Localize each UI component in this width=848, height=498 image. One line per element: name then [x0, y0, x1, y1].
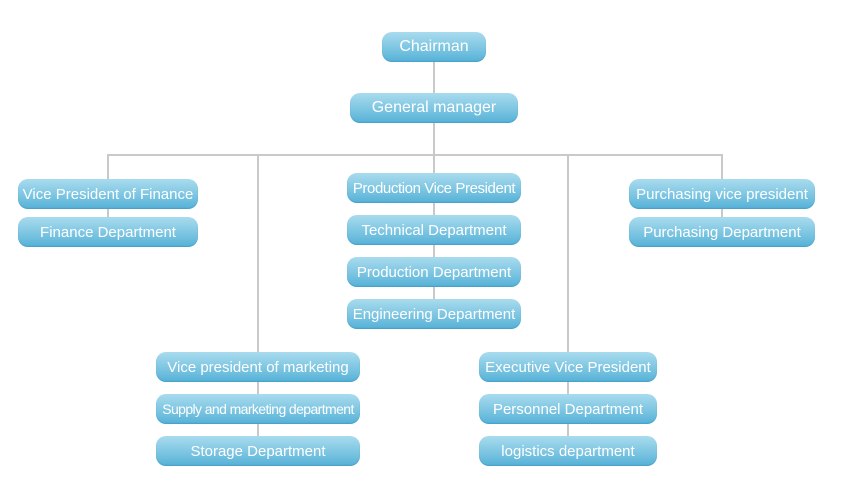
org-node-vp-finance: Vice President of Finance: [18, 179, 198, 209]
org-node-production-dept: Production Department: [347, 257, 521, 287]
org-node-chairman: Chairman: [382, 32, 486, 62]
connector-line: [433, 245, 435, 257]
connector-bus-line: [107, 154, 723, 156]
org-node-personnel-dept: Personnel Department: [479, 394, 657, 424]
connector-line: [107, 209, 109, 217]
connector-line: [107, 154, 109, 179]
connector-line: [721, 209, 723, 217]
org-node-storage-dept: Storage Department: [156, 436, 360, 466]
org-node-purchasing-vp: Purchasing vice president: [629, 179, 815, 209]
connector-line: [433, 287, 435, 299]
connector-line: [433, 154, 435, 173]
connector-line: [721, 154, 723, 179]
connector-line: [433, 203, 435, 215]
org-node-technical-dept: Technical Department: [347, 215, 521, 245]
connector-line: [567, 424, 569, 436]
connector-line: [567, 154, 569, 352]
org-node-production-vp: Production Vice President: [347, 173, 521, 203]
connector-line: [257, 154, 259, 352]
org-node-general-manager: General manager: [350, 93, 518, 123]
connector-line: [567, 382, 569, 394]
connector-line: [257, 382, 259, 394]
connector-line: [433, 123, 435, 154]
connector-line: [257, 424, 259, 436]
org-node-finance-dept: Finance Department: [18, 217, 198, 247]
org-node-logistics-dept: logistics department: [479, 436, 657, 466]
org-node-purchasing-dept: Purchasing Department: [629, 217, 815, 247]
org-node-engineering-dept: Engineering Department: [347, 299, 521, 329]
org-node-vp-marketing: Vice president of marketing: [156, 352, 360, 382]
connector-line: [433, 62, 435, 93]
org-node-executive-vp: Executive Vice President: [479, 352, 657, 382]
org-node-supply-marketing-dept: Supply and marketing department: [156, 394, 360, 424]
